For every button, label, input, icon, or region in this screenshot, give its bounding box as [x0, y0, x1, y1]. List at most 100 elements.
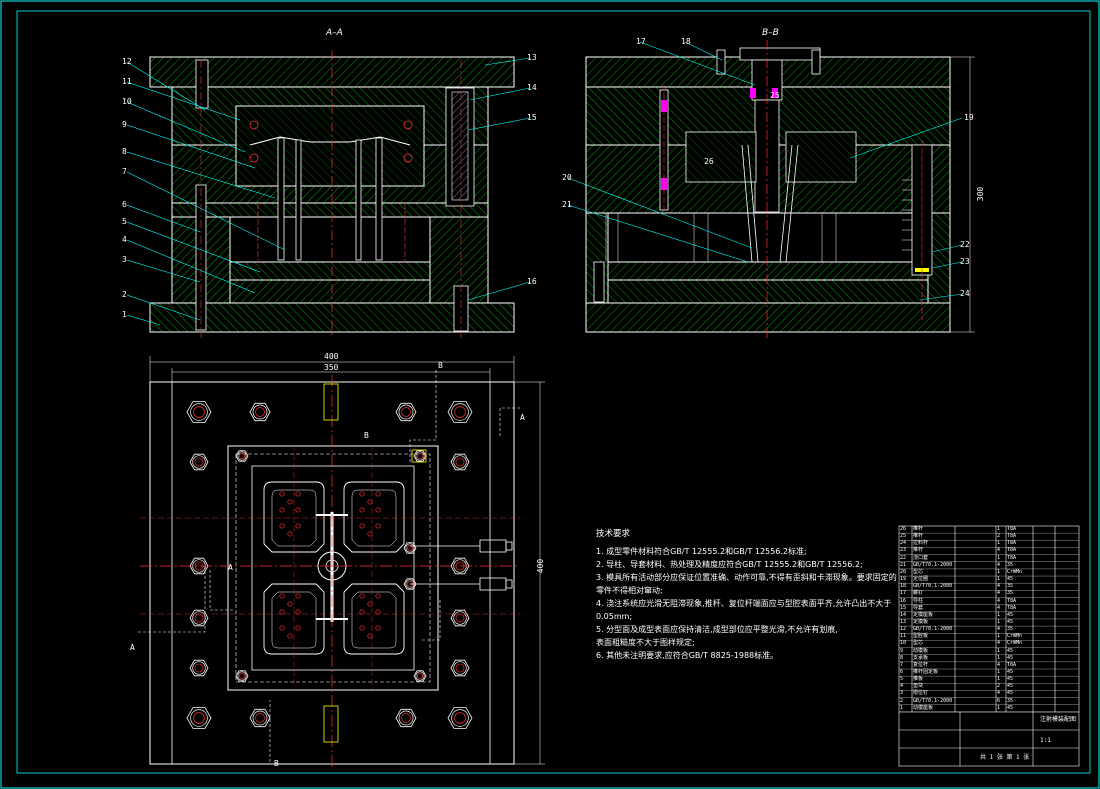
bom-cell: 19	[900, 576, 907, 583]
bolt-head-icon	[249, 708, 271, 728]
bom-cell: 定模座板	[913, 611, 934, 618]
dimension-width-inner: 350	[324, 363, 339, 372]
callout-label: 2	[122, 290, 127, 299]
callout-label: 16	[527, 277, 537, 286]
bolt-head-icon	[450, 453, 470, 471]
callout-label: 22	[960, 240, 970, 249]
bolt-head-icon	[189, 659, 209, 677]
ejector-pin	[279, 507, 285, 513]
section-marker-a-left: A	[130, 643, 135, 652]
bolt-head-icon	[403, 542, 417, 554]
callout-label: 20	[562, 173, 572, 182]
ejector-pin	[367, 531, 373, 537]
technical-notes-title: 技术要求	[596, 529, 631, 539]
bom-cell: CrWMn	[1007, 568, 1023, 575]
bom-cell: 4	[997, 626, 1001, 633]
dimension-height-right: 400	[536, 558, 546, 574]
bom-cell: 8	[900, 654, 904, 661]
bom-cell: 1	[997, 526, 1001, 532]
bom-cell: 1	[997, 554, 1001, 561]
bom-cell: 型腔板	[913, 633, 929, 640]
bom-cell: 21	[900, 561, 907, 568]
ejector-pin	[359, 491, 365, 497]
bom-cell: 2	[900, 697, 904, 704]
callout-label: 21	[562, 200, 572, 209]
bom-cell: 定位圈	[913, 576, 929, 583]
bom-cell: 支承板	[913, 654, 929, 661]
callout-label: 7	[122, 167, 127, 176]
bom-cell: 20	[900, 568, 907, 575]
ejector-pin	[367, 499, 373, 505]
note-item: 1. 成型零件材料符合GB/T 12555.2和GB/T 12556.2标准;	[596, 547, 807, 556]
bom-cell: GB/T70.1-2000	[913, 583, 953, 590]
bom-cell: 45	[1007, 611, 1014, 618]
callout-label: 12	[122, 57, 132, 66]
bom-cell: 1	[997, 704, 1001, 711]
bom-cell: 45	[1007, 618, 1014, 625]
bolt-head-icon	[450, 609, 470, 627]
bom-cell: 推杆固定板	[913, 669, 939, 675]
drawing-border-inner	[16, 10, 1091, 774]
bom-cell: 45	[1007, 704, 1014, 711]
ejector-pin	[295, 523, 301, 529]
callout-label: 19	[964, 113, 974, 122]
note-item: 表面粗糙度不大于图样规定;	[596, 638, 695, 647]
bom-cell: 1	[997, 676, 1001, 683]
bom-cell: T8A	[1007, 547, 1017, 554]
bom-cell: 型芯	[913, 640, 924, 647]
note-item: 3. 模具所有活动部分应保证位置准确、动作可靠,不得有歪斜和卡滞现象。要求固定的	[596, 573, 897, 582]
ejector-pin	[375, 507, 381, 513]
bom-cell: 1	[997, 647, 1001, 654]
section-marker-b-inner: B	[364, 431, 369, 440]
bom-cell: 螺钉	[913, 590, 924, 597]
bolt-head-icon	[395, 402, 417, 422]
bom-cell: 4	[997, 661, 1001, 668]
bom-cell: 4	[997, 604, 1001, 611]
ejector-pin	[295, 507, 301, 513]
bom-cell: 9	[900, 647, 904, 654]
note-item: 5. 分型面及成型表面应保持清洁,成型部位应平整光滑,不允许有划痕,	[596, 625, 838, 634]
ejector-pin	[367, 601, 373, 607]
bolt-head-icon	[186, 401, 212, 423]
dimension-height-bb: 300	[976, 186, 986, 202]
bom-cell: 4	[997, 690, 1001, 697]
callout-label: 4	[122, 235, 127, 244]
bom-cell: 25	[900, 533, 907, 540]
bolt-head-icon	[395, 708, 417, 728]
bom-cell: 垫块	[913, 683, 924, 690]
callout-label: 15	[527, 113, 537, 122]
bom-cell: GB/T70.1-2000	[913, 561, 953, 568]
ejector-pin	[375, 625, 381, 631]
ejector-pin	[279, 609, 285, 615]
ejector-pin	[375, 523, 381, 529]
callout-label: 26	[704, 157, 714, 166]
bolt-head-icon	[450, 659, 470, 677]
section-marker-a-right: A	[520, 413, 525, 422]
ejector-pin	[359, 625, 365, 631]
bom-cell: 4	[997, 561, 1001, 568]
bom-cell: T8A	[1007, 597, 1017, 604]
bom-cell: 45	[1007, 576, 1014, 583]
ejector-pin	[359, 523, 365, 529]
callout-label: 10	[122, 97, 132, 106]
note-item: 6. 其他未注明要求,应符合GB/T 8825-1988标准。	[596, 651, 779, 660]
bom-cell: 45	[1007, 669, 1014, 675]
bom-cell: 45	[1007, 647, 1014, 654]
bom-cell: 4	[997, 640, 1001, 647]
section-aa-title: A–A	[326, 28, 343, 38]
callout-label: 11	[122, 77, 132, 86]
bom-cell: 型芯	[913, 568, 924, 575]
bom-cell: T8A	[1007, 526, 1017, 532]
bom-cell: 2	[997, 683, 1001, 690]
